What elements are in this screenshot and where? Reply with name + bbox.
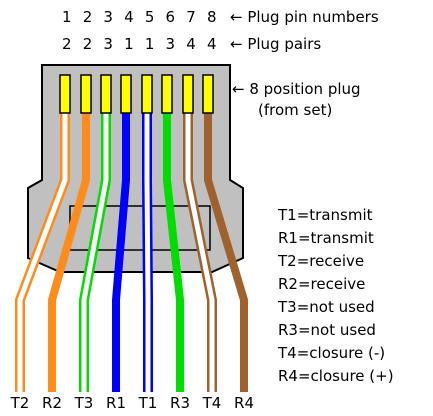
wire-label-r1: R1 [106,394,126,412]
wire-r1 [112,95,130,392]
legend-t1: T1=transmit [278,206,373,224]
wire-r2 [48,95,90,392]
wire-label-t1: T1 [138,394,158,412]
legend-r1: R1=transmit [278,229,374,247]
wire-label-r2: R2 [42,394,62,412]
plug-pairs-label: ← Plug pairs [230,35,322,53]
plug-contact-3 [100,74,112,114]
plug-contact-6 [161,74,173,114]
wire-group [15,95,248,392]
plug-contact-8 [202,74,214,114]
plug-contacts [59,74,214,114]
wire-r4 [204,95,248,392]
wire-label-r4: R4 [234,394,254,412]
plug-contact-2 [80,74,92,114]
plug-contact-7 [182,74,194,114]
wire-t1-inner [144,95,151,392]
wire-t2-inner [17,95,68,392]
plug-contact-1 [59,74,71,114]
legend-r4: R4=closure (+) [278,367,394,385]
wire-t4-inner [185,95,215,392]
wire-label-t3: T3 [74,394,94,412]
pin-numbers: 1 2 3 4 5 6 7 8 [62,8,220,26]
legend-t3: T3=not used [278,298,375,316]
plug-label-sub: (from set) [258,101,333,119]
plug-contact-4 [120,74,132,114]
wire-t3-inner [81,95,109,392]
wire-r3 [163,95,184,392]
legend-r3: R3=not used [278,321,376,339]
wire-label-t4: T4 [202,394,222,412]
legend-r2: R2=receive [278,275,366,293]
legend-t2: T2=receive [278,252,365,270]
wire-label-t2: T2 [10,394,30,412]
legend-t4: T4=closure (-) [278,344,386,362]
plug-pairs: 2 2 3 1 1 3 4 4 [62,35,220,53]
plug-contact-5 [141,74,153,114]
wire-label-r3: R3 [170,394,190,412]
plug-label: ← 8 position plug [232,80,361,98]
pin-numbers-label: ← Plug pin numbers [230,8,379,26]
